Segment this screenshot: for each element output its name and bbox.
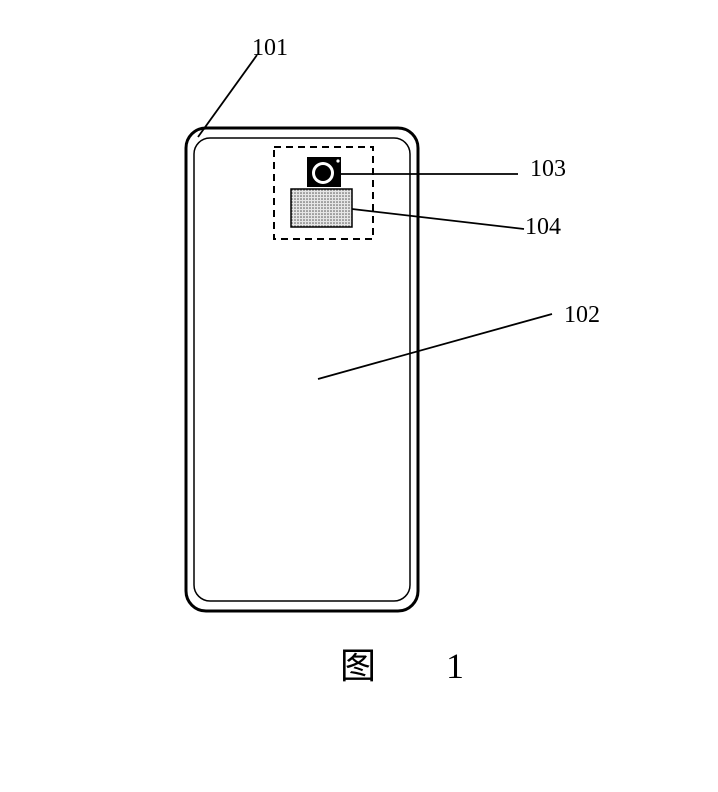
camera-flash-dot [336,159,340,163]
figure-caption-number: 1 [446,646,465,686]
reference-label-102: 102 [564,302,600,328]
module-block [290,188,353,228]
phone-housing-outline [184,126,420,613]
camera-lens [315,165,331,181]
leader-line-102 [317,313,553,380]
figure-caption-char: 图 [340,646,377,687]
camera-module-dashed-box [273,146,374,240]
leader-line-101 [197,54,258,138]
reference-label-101: 101 [252,35,288,61]
reference-label-103: 103 [530,156,566,182]
leader-line-104 [351,208,525,230]
reference-label-104: 104 [525,214,561,240]
back-panel-outline [193,137,411,602]
